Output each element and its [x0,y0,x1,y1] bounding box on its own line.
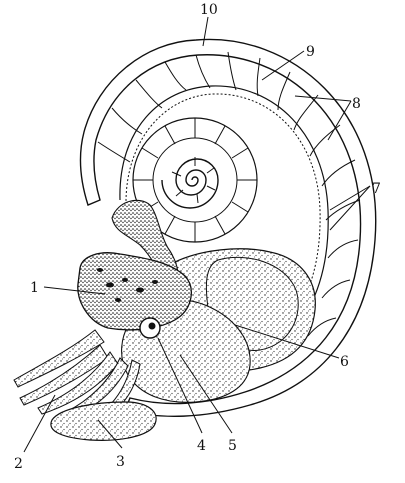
label-4: 4 [197,438,206,454]
label-6: 6 [340,354,349,370]
label-2: 2 [14,456,23,472]
label-7: 7 [372,181,381,197]
label-9: 9 [306,44,315,60]
inner-whorl-inner [153,138,237,222]
label-3: 3 [116,454,125,470]
label-10: 10 [200,2,218,18]
label-5: 5 [228,438,237,454]
label-8: 8 [352,96,361,112]
label-1: 1 [30,280,39,296]
funnel-lobe [51,402,156,440]
eye-pupil [149,323,156,330]
